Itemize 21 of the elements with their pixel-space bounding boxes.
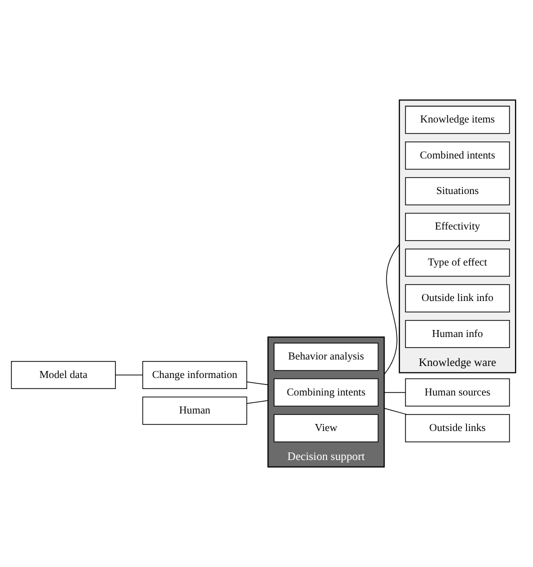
connector	[384, 408, 408, 415]
node-box: Human sources	[405, 378, 510, 407]
node-box: Combined intents	[405, 142, 510, 170]
node-box: Behavior analysis	[274, 342, 378, 371]
node-box: Type of effect	[405, 248, 510, 277]
connector	[115, 374, 143, 376]
node-box: Model data	[10, 360, 116, 390]
node-box: Effectivity	[405, 212, 510, 241]
connector	[384, 244, 400, 375]
node-box: Knowledge items	[405, 106, 510, 134]
node-box: Change information	[142, 360, 248, 390]
node-box: Combining intents	[274, 378, 378, 407]
connector	[384, 392, 406, 393]
node-box: Outside link info	[405, 284, 510, 312]
connector	[246, 382, 268, 386]
connector	[246, 400, 268, 404]
node-box: Outside links	[405, 414, 510, 442]
node-box: Human info	[405, 320, 510, 348]
node-box: Human	[142, 396, 248, 425]
node-box: View	[274, 414, 378, 442]
node-box: Situations	[405, 177, 510, 206]
